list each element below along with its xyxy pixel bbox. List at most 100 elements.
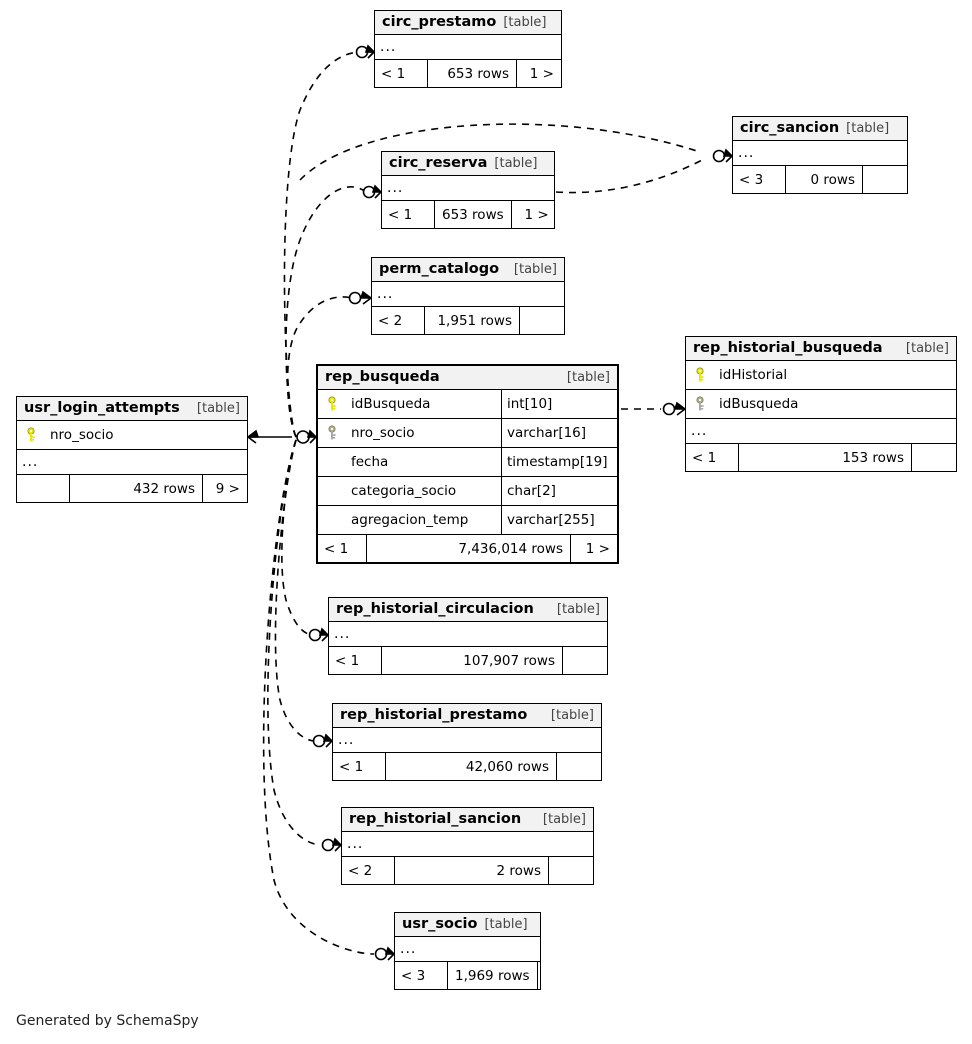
row-count: 653 rows bbox=[427, 60, 517, 87]
table-tag-rep_historial_sancion: [table] bbox=[542, 812, 586, 827]
children-count: 1 > bbox=[585, 540, 610, 557]
table-box-usr_login_attempts[interactable]: usr_login_attempts[table] nro_socio...432… bbox=[16, 396, 248, 503]
column-name-cell: idBusqueda bbox=[686, 396, 956, 412]
column-name-cell: idHistorial bbox=[686, 367, 956, 383]
table-name-rep_historial_circulacion: rep_historial_circulacion bbox=[336, 601, 534, 617]
table-header-circ_sancion: circ_sancion[table] bbox=[733, 117, 907, 141]
table-tag-circ_prestamo: [table] bbox=[503, 15, 547, 30]
table-box-rep_historial_prestamo[interactable]: rep_historial_prestamo [table]... < 1 42,06… bbox=[332, 703, 602, 781]
more-columns-ellipsis: ... bbox=[733, 141, 907, 166]
column-name: nro_socio bbox=[351, 425, 415, 441]
primary-key-icon bbox=[692, 367, 708, 383]
children-count bbox=[863, 166, 907, 193]
table-tag-usr_login_attempts: [table] bbox=[196, 401, 240, 416]
table-name-circ_reserva: circ_reserva bbox=[389, 155, 488, 171]
table-name-rep_historial_busqueda: rep_historial_busqueda bbox=[693, 340, 883, 356]
table-column-row: idHistorial bbox=[686, 361, 956, 390]
table-header-rep_historial_busqueda: rep_historial_busqueda [table] bbox=[686, 337, 956, 361]
edge-rep_busqueda-rep_historial_sancion bbox=[267, 439, 321, 846]
row-count: 42,060 rows bbox=[385, 753, 557, 780]
table-column-row: categoria_socio char[2] bbox=[318, 477, 617, 506]
edge-rep_busqueda-rep_historial_circulacion bbox=[281, 439, 313, 636]
table-header-perm_catalogo: perm_catalogo [table] bbox=[372, 258, 564, 282]
parents-count: < 3 bbox=[401, 967, 426, 984]
table-footer-circ_prestamo: < 1 653 rows 1 > bbox=[375, 60, 561, 87]
children-count: 1 > bbox=[529, 65, 554, 82]
parents-count: < 2 bbox=[348, 862, 373, 879]
row-count: 7,436,014 rows bbox=[366, 535, 571, 562]
table-tag-rep_busqueda: [table] bbox=[566, 370, 610, 385]
column-name-cell: agregacion_temp bbox=[318, 512, 501, 528]
more-columns-ellipsis: ... bbox=[686, 419, 956, 444]
table-header-usr_login_attempts: usr_login_attempts[table] bbox=[17, 397, 247, 421]
children-count bbox=[563, 647, 607, 674]
more-columns-ellipsis: ... bbox=[329, 622, 607, 647]
children-count bbox=[557, 753, 601, 780]
row-count: 107,907 rows bbox=[381, 647, 563, 674]
more-columns-ellipsis: ... bbox=[333, 728, 601, 753]
table-name-rep_busqueda: rep_busqueda bbox=[325, 369, 440, 385]
column-type-cell: varchar[255] bbox=[501, 506, 617, 534]
table-tag-perm_catalogo: [table] bbox=[513, 262, 557, 277]
parents-count bbox=[17, 475, 69, 502]
table-header-circ_reserva: circ_reserva [table] bbox=[382, 152, 554, 176]
table-footer-rep_historial_circulacion: < 1 107,907 rows bbox=[329, 647, 607, 674]
table-tag-circ_reserva: [table] bbox=[494, 156, 538, 171]
column-name: nro_socio bbox=[50, 427, 114, 443]
parents-count: < 1 bbox=[388, 206, 413, 223]
table-name-rep_historial_prestamo: rep_historial_prestamo bbox=[340, 707, 528, 723]
primary-key-icon bbox=[324, 396, 340, 412]
table-name-circ_prestamo: circ_prestamo bbox=[382, 14, 497, 30]
row-count: 653 rows bbox=[434, 201, 512, 228]
column-type-cell: timestamp[19] bbox=[501, 448, 617, 476]
column-name-cell: idBusqueda bbox=[318, 396, 501, 412]
more-columns-ellipsis: ... bbox=[342, 832, 593, 857]
no-key-spacer-icon bbox=[324, 483, 340, 499]
parents-count: < 3 bbox=[739, 171, 764, 188]
table-name-rep_historial_sancion: rep_historial_sancion bbox=[349, 811, 522, 827]
parents-count: < 1 bbox=[381, 65, 406, 82]
column-name-cell: fecha bbox=[318, 454, 501, 470]
no-key-spacer-icon bbox=[324, 454, 340, 470]
column-name-cell: nro_socio bbox=[17, 427, 247, 443]
table-name-perm_catalogo: perm_catalogo bbox=[379, 261, 500, 277]
children-count bbox=[549, 857, 593, 884]
more-columns-ellipsis: ... bbox=[17, 450, 247, 475]
edge-rep_busqueda-rep_historial_prestamo bbox=[274, 439, 315, 742]
generated-by-credit: Generated by SchemaSpy bbox=[16, 1013, 199, 1029]
table-header-circ_prestamo: circ_prestamo [table] bbox=[375, 11, 561, 35]
row-count: 1,951 rows bbox=[424, 307, 520, 334]
column-name: categoria_socio bbox=[351, 483, 457, 499]
table-tag-rep_historial_busqueda: [table] bbox=[905, 341, 949, 356]
children-count bbox=[520, 307, 564, 334]
foreign-key-icon bbox=[324, 425, 340, 441]
column-type-cell: char[2] bbox=[501, 477, 617, 505]
row-count: 1,969 rows bbox=[447, 962, 538, 989]
children-count bbox=[912, 444, 956, 471]
table-box-rep_historial_busqueda[interactable]: rep_historial_busqueda [table] idHistorial… bbox=[685, 336, 957, 472]
column-name: idHistorial bbox=[719, 367, 788, 383]
table-footer-rep_historial_prestamo: < 1 42,060 rows bbox=[333, 753, 601, 780]
no-key-spacer-icon bbox=[324, 512, 340, 528]
column-name: agregacion_temp bbox=[351, 512, 469, 528]
table-tag-rep_historial_prestamo: [table] bbox=[550, 708, 594, 723]
table-tag-circ_sancion: [table] bbox=[846, 121, 890, 136]
table-header-rep_busqueda: rep_busqueda [table] bbox=[318, 366, 617, 390]
parents-count: < 1 bbox=[339, 758, 364, 775]
column-name: idBusqueda bbox=[719, 396, 799, 412]
table-header-rep_historial_prestamo: rep_historial_prestamo [table] bbox=[333, 704, 601, 728]
parents-count: < 1 bbox=[335, 652, 360, 669]
table-tag-usr_socio: [table] bbox=[484, 917, 528, 932]
